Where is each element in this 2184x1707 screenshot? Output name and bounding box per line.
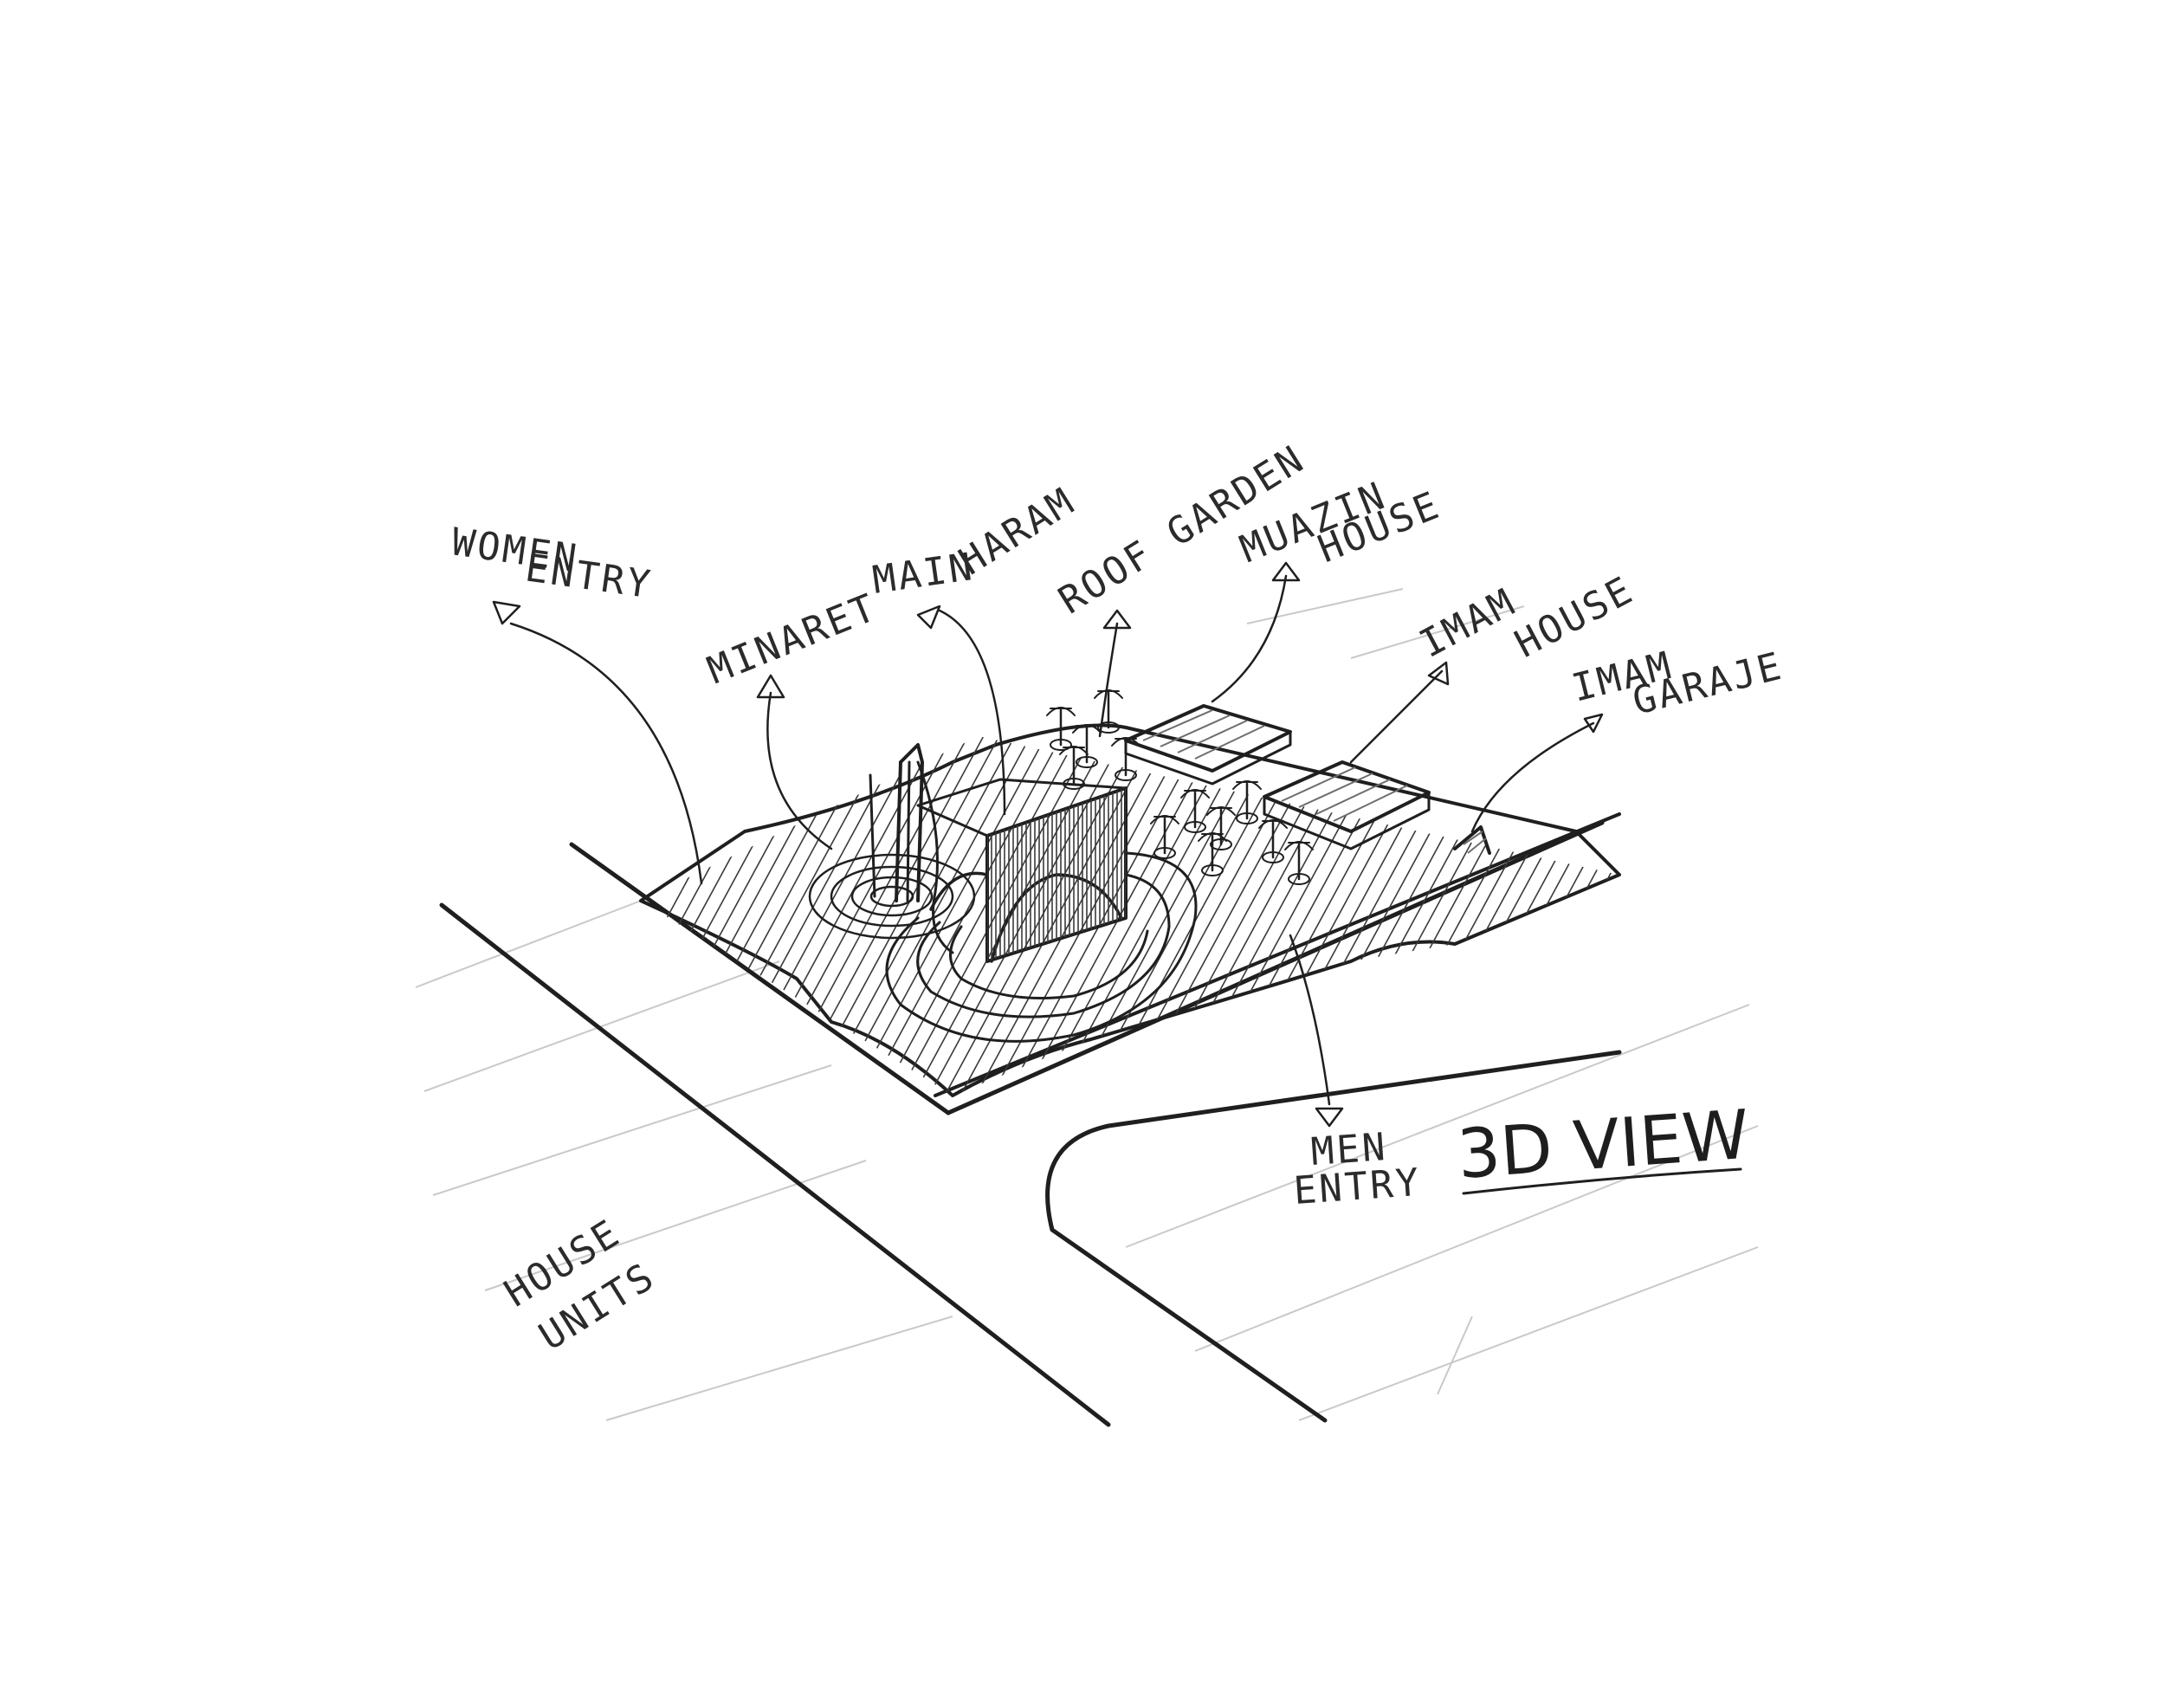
imam-garage — [1453, 825, 1491, 855]
view-title-underline — [1462, 1167, 1742, 1195]
muazin-house — [1124, 704, 1292, 786]
road-edges — [439, 812, 1622, 1427]
imam-house — [1263, 760, 1431, 850]
roof-garden — [1046, 689, 1314, 885]
construction-guides — [415, 588, 1759, 1421]
label-main-haram-2: HARAM — [952, 479, 1083, 584]
label-3d-view: 3D VIEW — [1455, 1096, 1752, 1194]
site-plate — [639, 723, 1621, 1097]
label-men-entry-2: ENTRY — [1292, 1161, 1423, 1213]
annotation-leaders — [492, 561, 1604, 1128]
label-imam-house-2: HOUSE — [1508, 567, 1641, 666]
label-men-entry-1: MEN — [1309, 1125, 1389, 1174]
minaret — [869, 743, 954, 954]
label-imam-house-1: IMAM — [1412, 579, 1523, 666]
label-minaret: MINARET — [701, 585, 884, 694]
label-women-entry-2: ENTRY — [522, 546, 655, 607]
